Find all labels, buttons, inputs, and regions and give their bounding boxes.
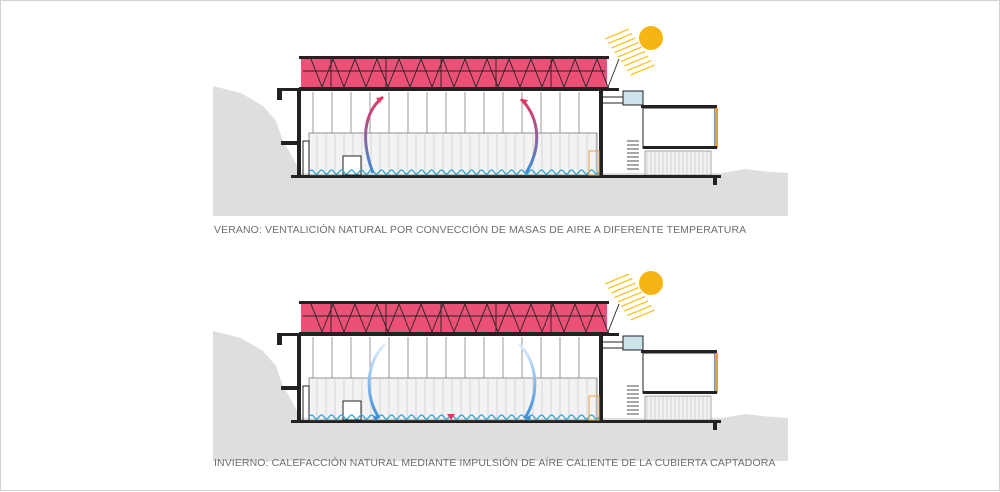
annex-mid-slab (643, 146, 717, 149)
arrowhead-left (376, 97, 383, 103)
roof-truss (303, 303, 620, 333)
door (342, 400, 362, 421)
stairs (627, 140, 639, 170)
left-basement-slab (281, 141, 299, 145)
annex-floor (621, 420, 721, 423)
annex-lower-room (644, 150, 712, 176)
sun-rays (604, 273, 655, 321)
door (342, 155, 362, 176)
left-basement-slab (281, 386, 299, 390)
summer-caption: VERANO: VENTALICIÓN NATURAL POR CONVECCI… (214, 224, 747, 236)
skylight (622, 90, 644, 106)
sun-icon (639, 26, 663, 50)
annex-wood-wall (715, 353, 718, 393)
annex-footing (713, 420, 717, 430)
convection-arrow-right (519, 97, 539, 174)
left-wall (297, 89, 301, 177)
annex-hatch (646, 396, 708, 420)
summer-section-drawing (213, 26, 788, 216)
stairs (627, 385, 639, 415)
winter-section-group (213, 271, 788, 461)
right-wall (599, 334, 603, 422)
underfloor-air-waves (308, 414, 600, 420)
lower-panel-divisions (316, 134, 597, 174)
annex-upper-room (642, 107, 716, 149)
left-parapet (277, 88, 282, 100)
wood-door (588, 395, 600, 421)
annex-upper-room (642, 352, 716, 394)
annex-hatch (646, 151, 708, 175)
arrowhead-left (373, 415, 379, 421)
ground-terrain (213, 331, 788, 461)
floor-slab (291, 175, 621, 178)
arrowhead-right (525, 415, 531, 421)
underfloor-air-waves (308, 169, 600, 175)
ground-terrain (213, 86, 788, 216)
annex-floor (621, 175, 721, 178)
left-wall (297, 334, 301, 422)
roof-truss (303, 58, 620, 88)
upper-mullions (312, 92, 580, 133)
annex-lower-room (644, 395, 712, 421)
warm-air-arrow-left (367, 342, 387, 419)
roof-top-chord (299, 56, 609, 59)
winter-section-drawing (213, 271, 788, 461)
convection-arrow-left (364, 95, 384, 174)
roof-slab (279, 333, 619, 336)
summer-section-group (213, 26, 788, 216)
left-basement-wall (302, 140, 310, 178)
summer-panel: VERANO: VENTALICIÓN NATURAL POR CONVECCI… (1, 1, 1000, 246)
annex-wood-wall (715, 108, 718, 148)
skylight (622, 335, 644, 351)
captor-roof-glazing (301, 58, 607, 88)
annex-roof (641, 105, 717, 108)
floor-slab (291, 420, 621, 423)
arrowhead-right (521, 99, 528, 105)
arrowhead-center (447, 414, 455, 420)
captor-roof-glazing (301, 303, 607, 333)
winter-caption: INVIERNO: CALEFACCIÓN NATURAL MEDIANTE I… (214, 457, 776, 469)
roof-slab (279, 88, 619, 91)
roof-top-chord (299, 301, 609, 304)
left-basement-wall (302, 385, 310, 423)
sun-icon (639, 271, 663, 295)
right-wall (599, 89, 603, 177)
wood-door (588, 150, 600, 176)
annex-footing (713, 175, 717, 185)
upper-mullions (312, 337, 580, 378)
warm-air-arrow-right (517, 342, 537, 419)
annex-mid-slab (643, 391, 717, 394)
winter-panel: INVIERNO: CALEFACCIÓN NATURAL MEDIANTE I… (1, 246, 1000, 492)
annex-roof (641, 350, 717, 353)
left-parapet (277, 333, 282, 345)
sun-rays (604, 28, 655, 76)
